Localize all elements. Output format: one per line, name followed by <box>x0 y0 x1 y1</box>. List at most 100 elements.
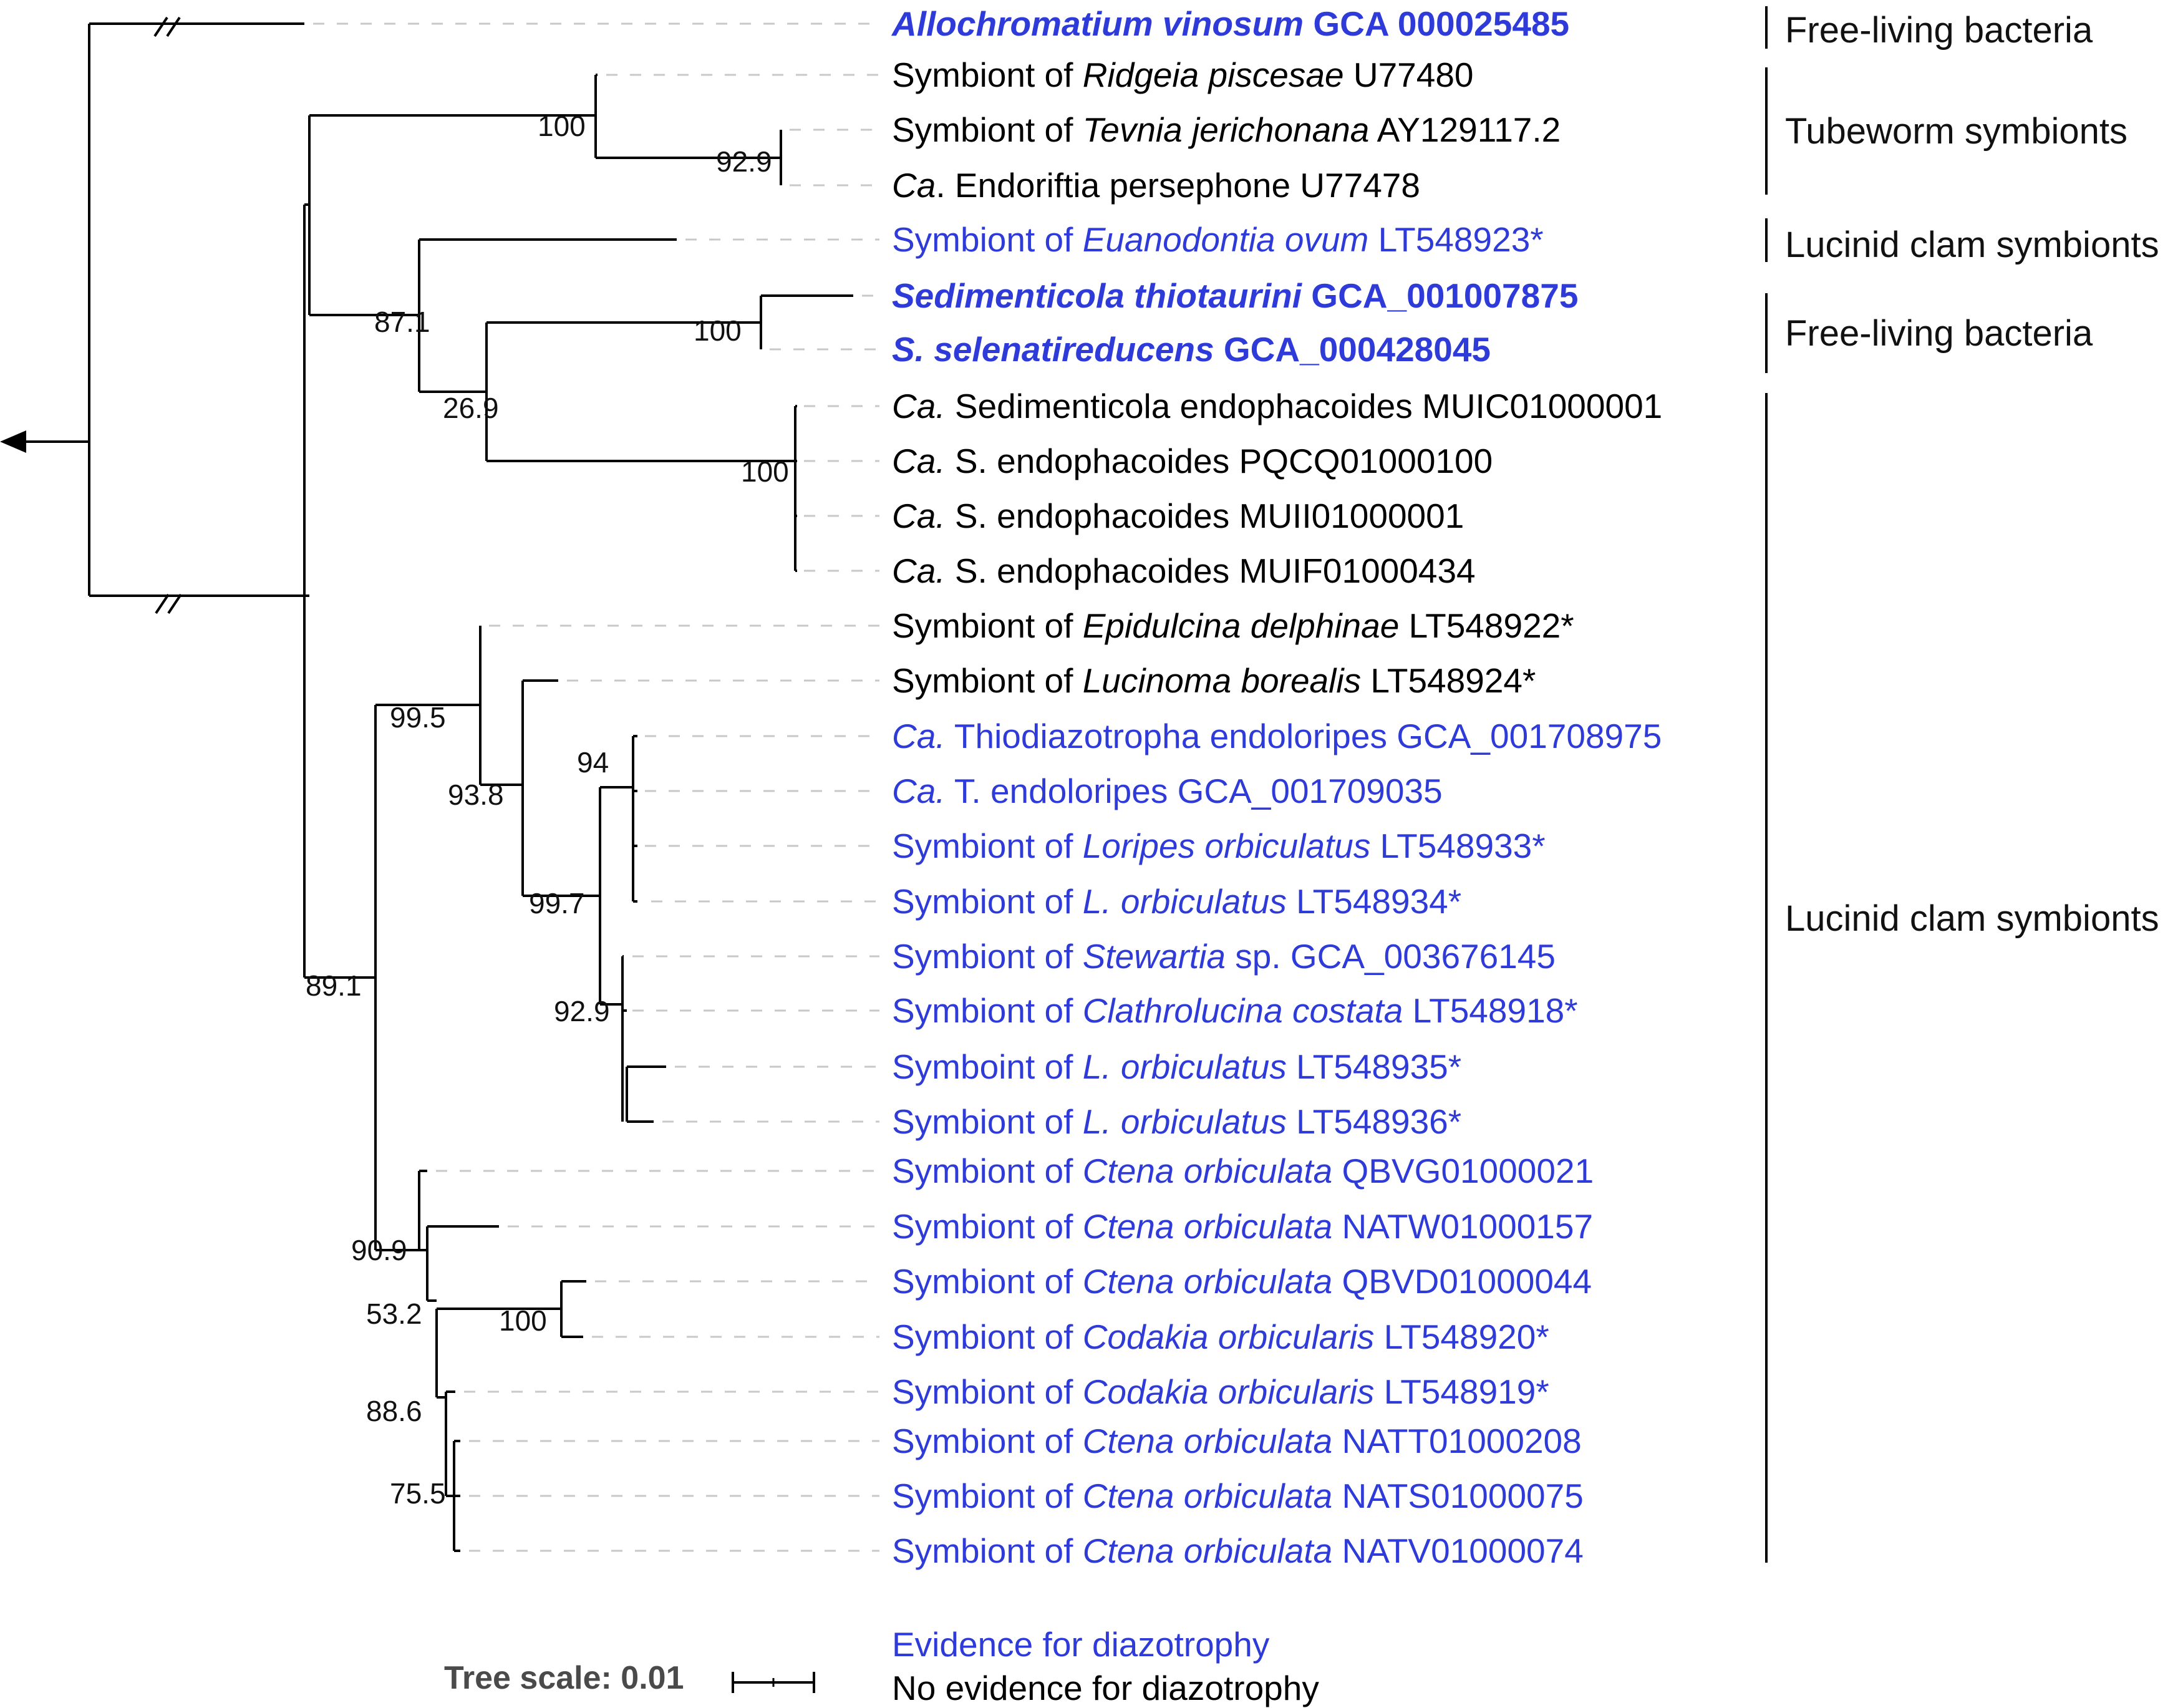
leaf-label-part: U77480 <box>1344 56 1474 94</box>
leaf-label-part: GCA_001007875 <box>1302 276 1578 315</box>
group-label: Lucinid clam symbionts <box>1785 225 2159 265</box>
leaf-label: Symbiont of Lucinoma borealis LT548924* <box>892 661 1536 700</box>
leaf-label-part: L. orbiculatus <box>1083 1102 1287 1141</box>
leaf-label-part: Ridgeia piscesae <box>1083 56 1344 94</box>
support-value: 100 <box>741 455 789 488</box>
leaf-label: Symbiont of Loripes orbiculatus LT548933… <box>892 827 1546 865</box>
leaf-label: Symbiont of Euanodontia ovum LT548923* <box>892 220 1544 259</box>
leaf-label-part: Tevnia jerichonana <box>1083 110 1370 149</box>
leaf-label-part: Symbiont of <box>892 220 1083 259</box>
leaf-label-part: Ctena orbiculata <box>1083 1531 1333 1570</box>
leaf-label-part: Symbiont of <box>892 661 1083 700</box>
leaf-label: Ca. S. endophacoides MUIF01000434 <box>892 551 1476 590</box>
leaf-label: Symbiont of Ctena orbiculata QBVG0100002… <box>892 1152 1594 1190</box>
leaf-label: Symbiont of Tevnia jerichonana AY129117.… <box>892 110 1561 149</box>
support-value: 89.1 <box>306 969 362 1002</box>
leaf-label-part: . Endoriftia persephone U77478 <box>936 166 1420 205</box>
leaf-label-part: Stewartia <box>1083 937 1226 976</box>
group-label: Lucinid clam symbionts <box>1785 898 2159 939</box>
leaf-label-part: S. endophacoides MUIF01000434 <box>946 551 1476 590</box>
support-value: 100 <box>694 314 742 347</box>
leaf-label-part: L. orbiculatus <box>1083 1047 1287 1086</box>
leaf-label: Sedimenticola thiotaurini GCA_001007875 <box>892 276 1578 315</box>
support-value: 90.9 <box>351 1234 407 1266</box>
leaf-label-part: QBVD01000044 <box>1332 1262 1592 1301</box>
group-label: Free-living bacteria <box>1785 10 2093 51</box>
leaf-label: Symbiont of Ridgeia piscesae U77480 <box>892 56 1474 94</box>
leaf-label-part: LT548933* <box>1370 827 1545 865</box>
leaf-label: Symbiont of Ctena orbiculata QBVD0100004… <box>892 1262 1592 1301</box>
leaf-label-part: LT548922* <box>1399 606 1574 645</box>
leaf-label-part: T. endoloripes GCA_001709035 <box>946 772 1443 810</box>
support-value: 92.9 <box>554 995 610 1027</box>
leaf-label-part: Ctena orbiculata <box>1083 1262 1333 1301</box>
branch-break-marks <box>153 16 182 614</box>
leaf-label-part: Symbiont of <box>892 991 1083 1030</box>
leaf-label-part: Ca <box>892 166 936 205</box>
leaf-label: Symbiont of Codakia orbicularis LT548920… <box>892 1317 1549 1356</box>
leaf-label: Symboint of L. orbiculatus LT548935* <box>892 1047 1461 1086</box>
leaf-label-part: Symbiont of <box>892 56 1083 94</box>
leaf-label-part: Epidulcina delphinae <box>1083 606 1400 645</box>
leaf-label: Ca. S. endophacoides PQCQ01000100 <box>892 442 1493 480</box>
support-value: 100 <box>499 1304 547 1337</box>
legend-no-evidence: No evidence for diazotrophy <box>892 1669 1319 1707</box>
leaf-label-part: Ctena orbiculata <box>1083 1152 1333 1190</box>
leaf-label-part: Symbiont of <box>892 606 1083 645</box>
leaf-label-part: Ctena orbiculata <box>1083 1477 1333 1515</box>
leaf-label-part: Ca. <box>892 772 946 810</box>
leaf-label-part: NATW01000157 <box>1332 1207 1593 1246</box>
leaf-label-part: NATV01000074 <box>1332 1531 1584 1570</box>
leaf-label-part: LT548918* <box>1403 991 1577 1030</box>
leaf-label-part: Symbiont of <box>892 1152 1083 1190</box>
leaf-label-part: Symbiont of <box>892 110 1083 149</box>
support-value: 87.1 <box>374 306 430 338</box>
leaf-label-part: Symbiont of <box>892 1102 1083 1141</box>
leaf-label-part: NATT01000208 <box>1332 1422 1582 1460</box>
leaf-label-part: Ctena orbiculata <box>1083 1422 1333 1460</box>
leaf-label-part: Lucinoma borealis <box>1083 661 1361 700</box>
support-value: 94 <box>577 746 609 779</box>
leaf-label-part: Symboint of <box>892 1047 1083 1086</box>
leaf-label-part: LT548934* <box>1287 882 1461 921</box>
leaf-label-part: LT548920* <box>1374 1317 1549 1356</box>
leaf-label: Symbiont of Ctena orbiculata NATS0100007… <box>892 1477 1584 1515</box>
leaf-label: Ca. S. endophacoides MUII01000001 <box>892 497 1464 535</box>
leaf-label-part: Symbiont of <box>892 1531 1083 1570</box>
leaf-label-part: Sedimenticola endophacoides MUIC01000001 <box>946 387 1663 425</box>
leaf-label-part: Sedimenticola thiotaurini <box>892 276 1303 315</box>
tree-scale-label: Tree scale: 0.01 <box>444 1660 684 1696</box>
leaf-label-part: Ca. <box>892 497 946 535</box>
leaf-label-part: Symbiont of <box>892 937 1083 976</box>
support-value: 53.2 <box>366 1298 422 1330</box>
root-arrow <box>0 430 89 453</box>
leaf-label: Symbiont of L. orbiculatus LT548934* <box>892 882 1461 921</box>
leaf-label-part: Symbiont of <box>892 882 1083 921</box>
leaf-label: Symbiont of Clathrolucina costata LT5489… <box>892 991 1578 1030</box>
group-label: Free-living bacteria <box>1785 313 2093 354</box>
leaf-label: Ca. Endoriftia persephone U77478 <box>892 166 1420 205</box>
support-value: 88.6 <box>366 1395 422 1427</box>
group-label: Tubeworm symbionts <box>1785 111 2127 152</box>
tree-branches <box>88 22 853 1552</box>
legend-evidence: Evidence for diazotrophy <box>892 1625 1270 1664</box>
support-value: 93.8 <box>448 779 504 811</box>
support-value: 26.9 <box>443 392 499 424</box>
leaf-label: Symbiont of Ctena orbiculata NATT0100020… <box>892 1422 1582 1460</box>
support-value: 75.5 <box>390 1477 446 1510</box>
leaf-label: Ca. Sedimenticola endophacoides MUIC0100… <box>892 387 1662 425</box>
support-value: 99.5 <box>390 701 446 734</box>
leaf-label-part: Ca. <box>892 551 946 590</box>
leaf-label-part: Symbiont of <box>892 827 1083 865</box>
leaf-label-part: LT548924* <box>1361 661 1536 700</box>
leaf-label-part: Codakia orbicularis <box>1083 1317 1375 1356</box>
legend: Evidence for diazotrophy No evidence for… <box>892 1625 1319 1707</box>
leaf-label-part: Symbiont of <box>892 1262 1083 1301</box>
leaf-label-part: GCA_000428045 <box>1214 330 1491 369</box>
leaf-label-part: Thiodiazotropha endoloripes GCA_00170897… <box>946 717 1662 755</box>
leaf-label-part: Ctena orbiculata <box>1083 1207 1333 1246</box>
leaf-label-part: LT548919* <box>1374 1372 1549 1411</box>
leaf-label-part: S. selenatireducens <box>892 330 1214 369</box>
support-value: 100 <box>538 110 586 142</box>
leaf-label-part: GCA 000025485 <box>1304 4 1569 43</box>
